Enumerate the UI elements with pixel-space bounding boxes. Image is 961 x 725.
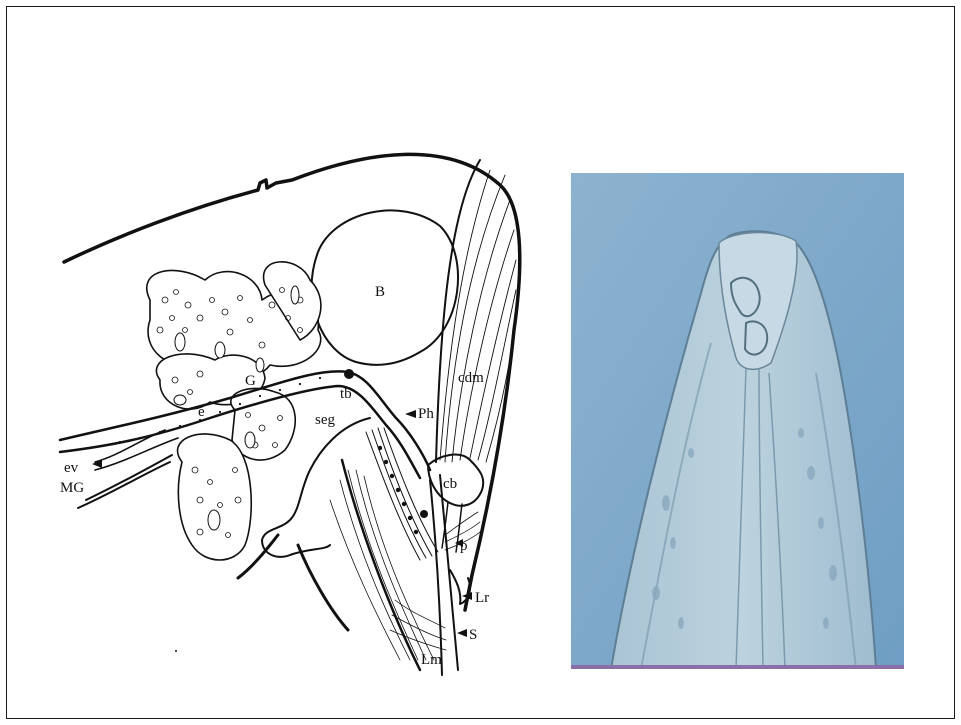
label-Lm: Lm [421, 652, 442, 668]
label-cb: cb [443, 476, 457, 492]
label-B: B [375, 284, 385, 300]
nematode-head-micrograph [571, 173, 904, 669]
lip-region [450, 570, 470, 604]
label-Lr: Lr [475, 590, 489, 606]
cdm-outline [436, 160, 480, 462]
stylet-beads [378, 446, 428, 534]
lower-body-outline [238, 535, 348, 630]
label-Ph: Ph [418, 406, 434, 422]
stray-dot [175, 650, 177, 652]
label-cdm: cdm [458, 370, 484, 386]
cuticle-outline [64, 154, 520, 610]
label-S: S [469, 627, 477, 643]
label-tb: tb [340, 386, 352, 402]
nematode-head-diagram: B cdm G tb Ph e seg ev MG cb p Lr S Lm [52, 110, 532, 690]
label-G: G [245, 373, 256, 389]
micrograph-bottom-edge [571, 665, 904, 669]
label-ev: ev [64, 460, 79, 476]
label-seg: seg [315, 412, 335, 428]
MG-duct [78, 455, 172, 508]
label-e: e [198, 404, 205, 420]
Lm-muscle-fibers [330, 470, 446, 660]
label-MG: MG [60, 480, 84, 496]
tb-knob [344, 369, 354, 379]
